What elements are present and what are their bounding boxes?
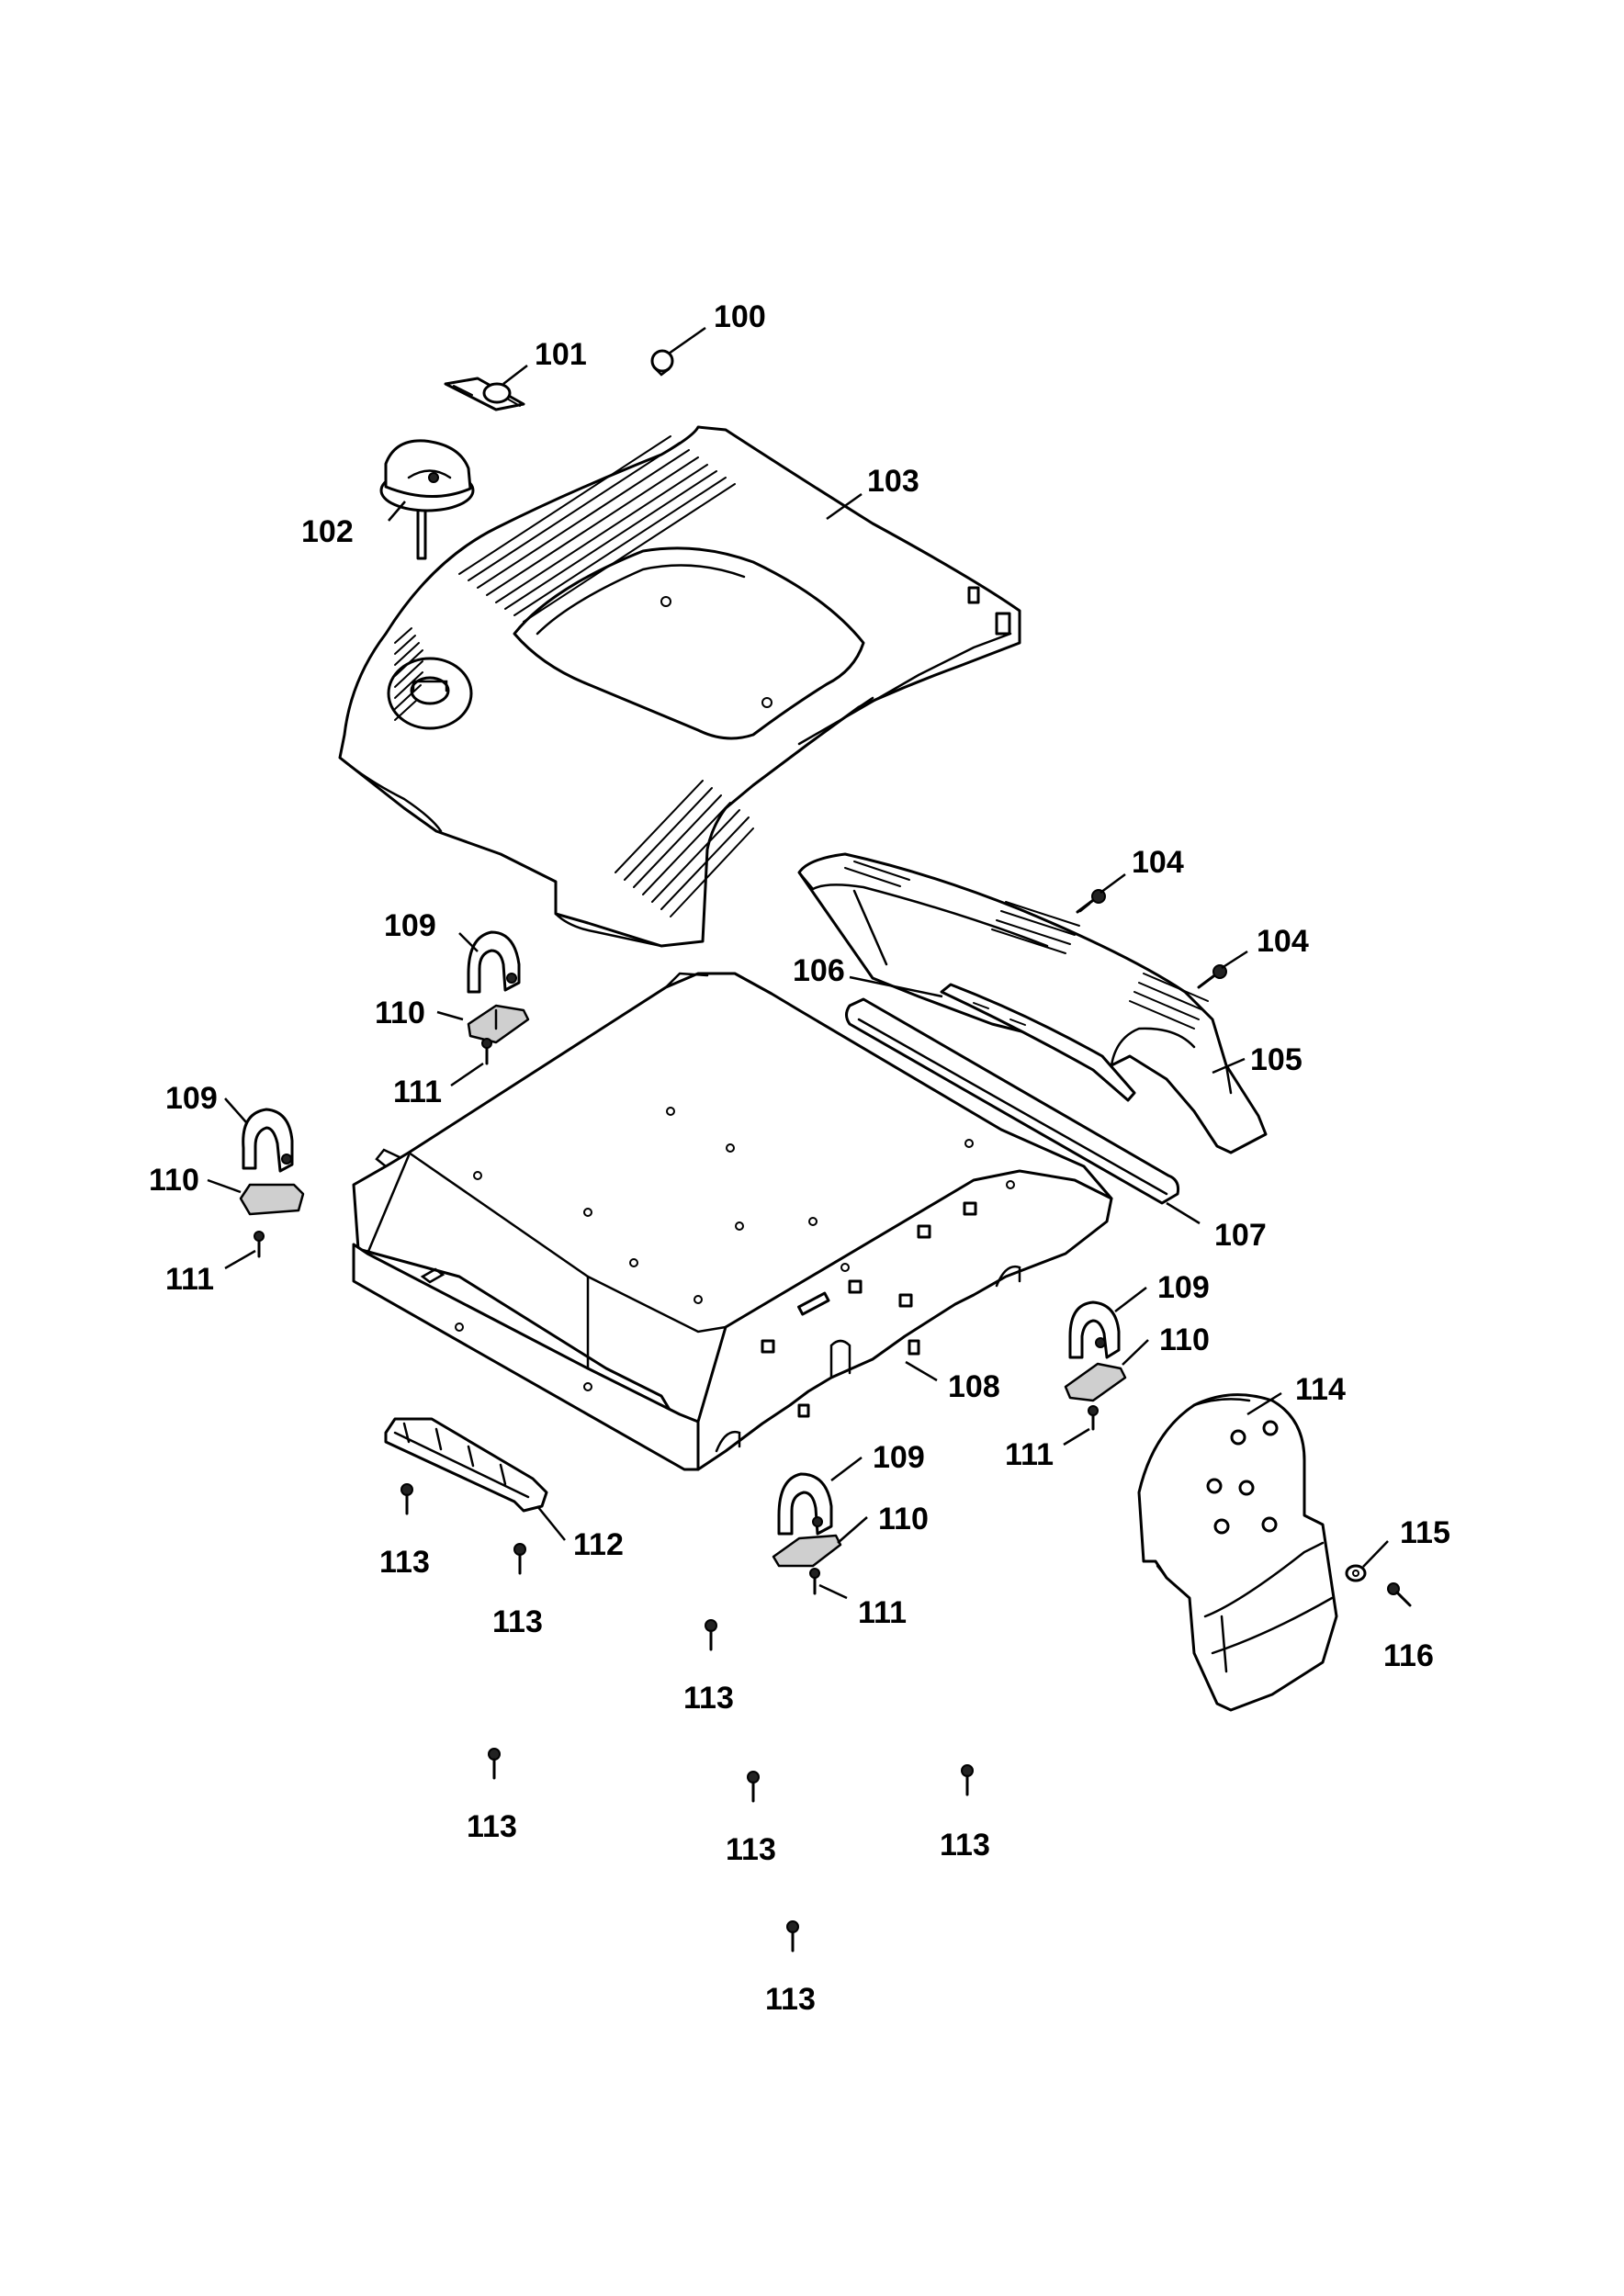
callout-105: 105	[1250, 1042, 1303, 1077]
callout-116: 116	[1383, 1638, 1434, 1673]
callout-109-d: 109	[873, 1440, 925, 1475]
callout-115: 115	[1400, 1515, 1450, 1550]
part-113-screw-b	[513, 1543, 526, 1575]
part-110-bracket-c	[1064, 1362, 1127, 1402]
callout-110-c: 110	[1159, 1322, 1210, 1357]
part-113-screw-g	[786, 1920, 799, 1953]
callout-113-d: 113	[467, 1809, 517, 1844]
callout-103: 103	[867, 464, 919, 499]
part-111-screw-b	[254, 1231, 265, 1258]
part-111-screw-d	[809, 1568, 820, 1595]
part-110-bracket-a	[467, 1004, 530, 1044]
callout-109-a: 109	[384, 908, 436, 943]
leader-lines	[207, 326, 1389, 1600]
part-103-hood	[338, 425, 1021, 948]
part-109-mount-a	[467, 930, 521, 994]
part-112-lip	[384, 1417, 548, 1513]
callout-108: 108	[948, 1369, 1000, 1404]
part-113-screw-e	[747, 1771, 760, 1803]
part-111-screw-a	[481, 1038, 492, 1065]
part-107-rod	[845, 997, 1179, 1205]
part-109-mount-b	[242, 1108, 294, 1173]
callout-113-c: 113	[683, 1681, 734, 1716]
part-110-bracket-b	[239, 1183, 305, 1216]
part-109-mount-c	[1068, 1300, 1121, 1359]
callout-112: 112	[573, 1527, 624, 1562]
callout-labels: 100 101 102 103 104 104 105 106 107 108 …	[149, 299, 1450, 2017]
callout-111-d: 111	[858, 1595, 907, 1630]
part-111-screw-c	[1088, 1405, 1099, 1431]
callout-113-f: 113	[940, 1828, 990, 1863]
callout-111-a: 111	[393, 1075, 442, 1109]
part-101-decal	[444, 377, 525, 411]
callout-111-c: 111	[1005, 1437, 1054, 1472]
callout-102: 102	[301, 514, 354, 549]
callout-113-a: 113	[379, 1545, 430, 1580]
part-115-washer	[1345, 1564, 1367, 1582]
callout-107: 107	[1214, 1218, 1267, 1253]
callout-111-b: 111	[165, 1262, 214, 1297]
callout-109-c: 109	[1157, 1270, 1210, 1305]
part-113-screw-f	[961, 1764, 974, 1796]
part-110-bracket-d	[772, 1534, 842, 1568]
callout-113-b: 113	[492, 1604, 543, 1639]
callout-110-d: 110	[878, 1502, 929, 1536]
part-104-screw-a	[1076, 889, 1106, 914]
part-116-screw	[1387, 1582, 1412, 1607]
callout-113-e: 113	[726, 1832, 776, 1867]
part-114-rear-cover	[1137, 1393, 1338, 1712]
callout-101: 101	[535, 337, 587, 372]
callout-109-b: 109	[165, 1081, 218, 1116]
callout-104-b: 104	[1257, 924, 1309, 959]
part-104-screw-b	[1197, 964, 1227, 989]
part-109-mount-d	[777, 1472, 833, 1536]
part-105-side-cover	[797, 852, 1268, 1154]
part-108-frame	[352, 972, 1113, 1471]
part-102-fuel-cap	[379, 439, 475, 560]
callout-114: 114	[1295, 1372, 1346, 1407]
callout-113-g: 113	[765, 1982, 816, 2017]
callout-110-a: 110	[375, 996, 425, 1030]
part-113-screw-d	[488, 1748, 501, 1780]
callout-106: 106	[793, 953, 845, 988]
callout-100: 100	[714, 299, 766, 334]
part-113-screw-c	[705, 1619, 717, 1651]
part-113-screw-a	[400, 1483, 413, 1515]
callout-110-b: 110	[149, 1163, 199, 1198]
part-100-plug	[650, 349, 674, 377]
callout-104-a: 104	[1132, 845, 1184, 880]
part-106-trim	[940, 983, 1136, 1102]
